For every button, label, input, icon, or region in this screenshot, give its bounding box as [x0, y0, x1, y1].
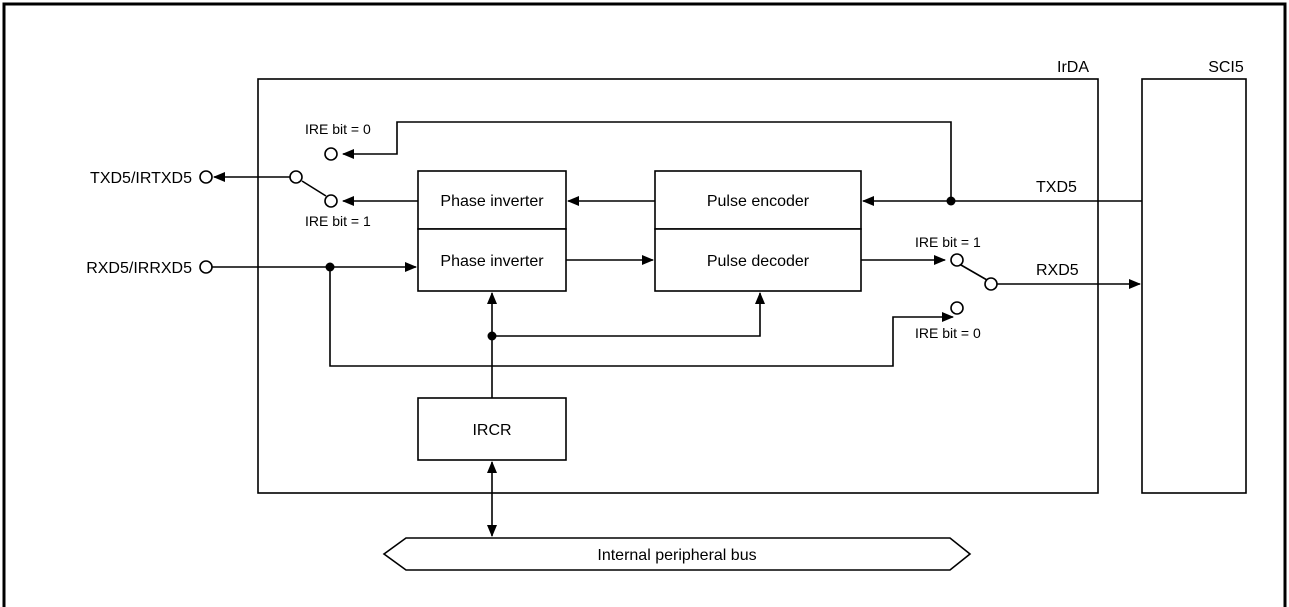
pulse-encoder-label: Pulse encoder — [707, 193, 810, 210]
irda-module-box — [257, 78, 1099, 494]
tx-ire1-label: IRE bit = 1 — [305, 213, 371, 229]
tx-switch-common — [289, 170, 303, 184]
sci5-module-box — [1141, 78, 1247, 494]
irda-module-label: IrDA — [1057, 59, 1089, 76]
pulse-encoder-box — [654, 170, 862, 230]
rx-bypass-line — [329, 267, 954, 367]
pulse-decoder-box — [654, 228, 862, 292]
ircr-register-box — [417, 397, 567, 461]
rxd5-signal-label: RXD5 — [1036, 262, 1079, 279]
tx-switch-arm — [301, 180, 327, 197]
ircr-register-label: IRCR — [472, 422, 511, 439]
internal-bus-label: Internal peripheral bus — [597, 547, 756, 564]
phase-inverter-rx-label: Phase inverter — [440, 253, 544, 270]
phase-inverter-tx-label: Phase inverter — [440, 193, 544, 210]
tx-ire0-label: IRE bit = 0 — [305, 121, 371, 137]
tx-bypass-line — [342, 121, 952, 201]
rx-ire1-label: IRE bit = 1 — [915, 234, 981, 250]
phase-inverter-rx-box — [417, 228, 567, 292]
txd-pin-terminal — [199, 170, 213, 184]
rx-switch-contact-ire0 — [950, 301, 964, 315]
internal-bus-shape — [382, 537, 972, 571]
rx-switch-arm — [960, 264, 988, 281]
rxd-pin-label: RXD5/IRRXD5 — [86, 260, 192, 277]
ircr-to-decoder-line — [492, 292, 765, 337]
rxd-pin-terminal — [199, 260, 213, 274]
pulse-decoder-label: Pulse decoder — [707, 253, 810, 270]
tx-switch-contact-ire0 — [324, 147, 338, 161]
sci5-module-label: SCI5 — [1208, 59, 1244, 76]
tx-switch-contact-ire1 — [324, 194, 338, 208]
rx-ire0-label: IRE bit = 0 — [915, 325, 981, 341]
txd5-signal-label: TXD5 — [1036, 179, 1077, 196]
txd-pin-label: TXD5/IRTXD5 — [90, 170, 192, 187]
rx-switch-contact-ire1 — [950, 253, 964, 267]
